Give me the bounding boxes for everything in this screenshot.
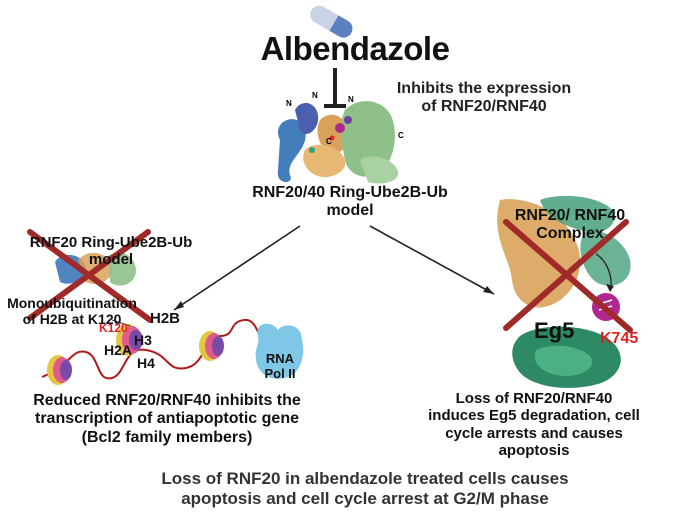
svg-text:C: C	[326, 137, 332, 146]
right-caption-line1: Loss of RNF20/RNF40	[455, 390, 613, 407]
svg-text:C: C	[398, 131, 404, 140]
drug-title: Albendazole	[260, 30, 450, 67]
model-label-line1: RNF20/40 Ring-Ube2B-Ub	[252, 184, 448, 201]
right-caption-line2: induces Eg5 degradation, cell	[428, 407, 640, 425]
k745-label: K745	[600, 330, 639, 347]
ring-label-line2: model	[88, 251, 134, 269]
svg-text:N: N	[348, 95, 354, 104]
nucleosome-center	[111, 319, 143, 356]
complex-label: RNF20/ RNF40 Complex	[490, 207, 650, 244]
complex-label-line2: Complex	[536, 225, 604, 243]
footer-line1: Loss of RNF20 in albendazole treated cel…	[161, 469, 569, 488]
footer-line2: apoptosis and cell cycle arrest at G2/M …	[181, 488, 549, 508]
rnf20-40-structure: N N N C C	[277, 91, 404, 184]
rna-pol-ii-label: RNA Pol II	[255, 351, 305, 382]
right-caption-line4: apoptosis	[498, 441, 570, 459]
k120-label: K120	[99, 321, 128, 335]
right-caption: Loss of RNF20/RNF40 induces Eg5 degradat…	[384, 390, 684, 459]
nucleosome-left	[47, 355, 72, 385]
left-caption-line1: Reduced RNF20/RNF40 inhibits the	[33, 392, 301, 409]
svg-text:N: N	[286, 99, 292, 108]
rna-pol-ii-line1: RNA	[265, 351, 295, 366]
chromatin-fiber	[41, 318, 263, 380]
nucleosome-right	[199, 331, 224, 361]
complex-label-line1: RNF20/ RNF40	[514, 207, 626, 224]
svg-text:N: N	[312, 91, 318, 100]
histone-h3-label: H3	[134, 332, 152, 348]
histone-h2b-label: H2B	[150, 310, 181, 327]
inhibition-arrow	[324, 68, 346, 108]
pill-icon	[310, 5, 353, 38]
right-caption-line3: cycle arrests and causes	[445, 424, 623, 442]
histone-h4-label: H4	[137, 355, 155, 371]
monoubiquitination-line2: of H2B at K120	[22, 311, 122, 328]
left-caption: Reduced RNF20/RNF40 inhibits the transcr…	[0, 392, 334, 447]
cross-mark-left	[27, 229, 153, 323]
rna-pol-ii-shape	[255, 323, 304, 379]
cross-mark-right	[503, 219, 633, 333]
eg5-label: Eg5	[534, 318, 575, 343]
ring-label-line1: RNF20 Ring-Ube2B-Ub	[29, 234, 193, 251]
rna-pol-ii-line2: Pol II	[264, 365, 296, 381]
model-label: RNF20/40 Ring-Ube2B-Ub model	[222, 184, 478, 221]
monoubiquitination-line1: Monoubiquitination	[7, 295, 137, 311]
model-label-line2: model	[326, 202, 374, 220]
monoubiquitination-label: Monoubiquitination of H2B at K120	[0, 295, 144, 327]
ring-label: RNF20 Ring-Ube2B-Ub model	[2, 234, 220, 269]
inhibition-label-line1: Inhibits the expression	[396, 80, 572, 97]
footer-conclusion: Loss of RNF20 in albendazole treated cel…	[130, 469, 600, 508]
inhibition-label: Inhibits the expression of RNF20/RNF40	[384, 80, 584, 117]
inhibition-label-line2: of RNF20/RNF40	[421, 98, 547, 116]
arrow-right	[369, 225, 495, 295]
left-caption-line3: (Bcl2 family members)	[81, 428, 253, 446]
arrow-left	[173, 225, 301, 311]
histone-h2a-label: H2A	[104, 342, 133, 358]
left-caption-line2: transcription of antiapoptotic gene	[34, 410, 299, 428]
